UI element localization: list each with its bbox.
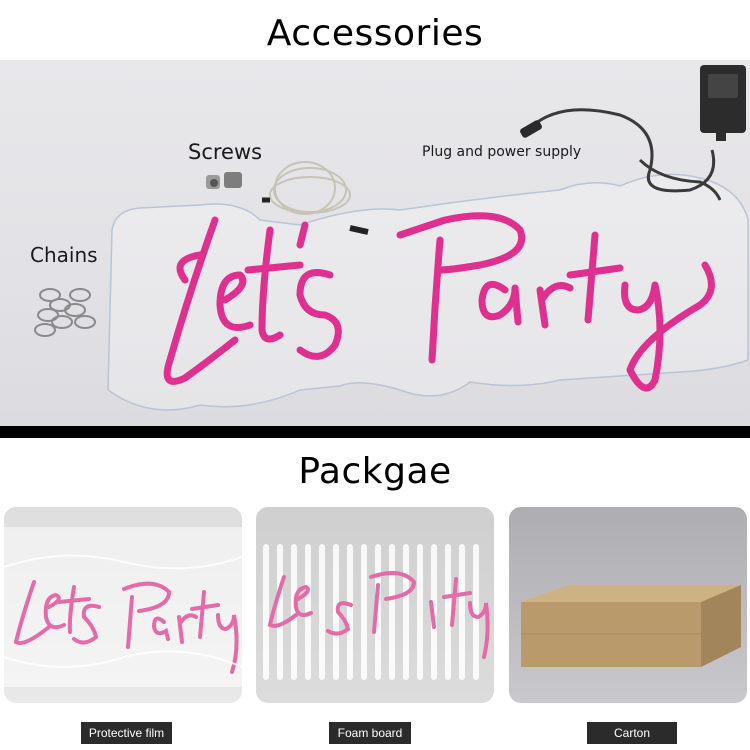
screws-image	[206, 172, 242, 189]
power-cable	[528, 108, 716, 193]
foam-board-photo	[256, 507, 494, 703]
neon-sign-illustration	[34, 65, 749, 411]
plug-connector	[520, 120, 542, 138]
protective-film-photo	[4, 507, 242, 703]
power-adapter-image	[700, 65, 746, 141]
caption-foam-board: Foam board	[329, 722, 411, 744]
plug-and-power-supply-label: Plug and power supply	[422, 144, 582, 160]
chains-label: Chains	[30, 243, 98, 267]
film-wrapped-sign	[4, 527, 242, 687]
package-heading: Packgae	[298, 451, 452, 492]
bubble-wrapped-sign	[263, 544, 490, 680]
neon-lettering	[163, 212, 715, 392]
chains-image	[34, 288, 96, 337]
section-divider	[0, 426, 750, 438]
carton-box	[521, 585, 741, 667]
screws-label: Screws	[188, 140, 263, 164]
caption-protective-film: Protective film	[81, 722, 172, 744]
accessories-heading: Accessories	[266, 13, 484, 54]
accessories-photo: Screws Plug and power supply Chains	[0, 60, 750, 426]
carton-photo	[509, 507, 747, 703]
caption-carton: Carton	[587, 722, 677, 744]
cable-coil-image	[262, 161, 369, 235]
